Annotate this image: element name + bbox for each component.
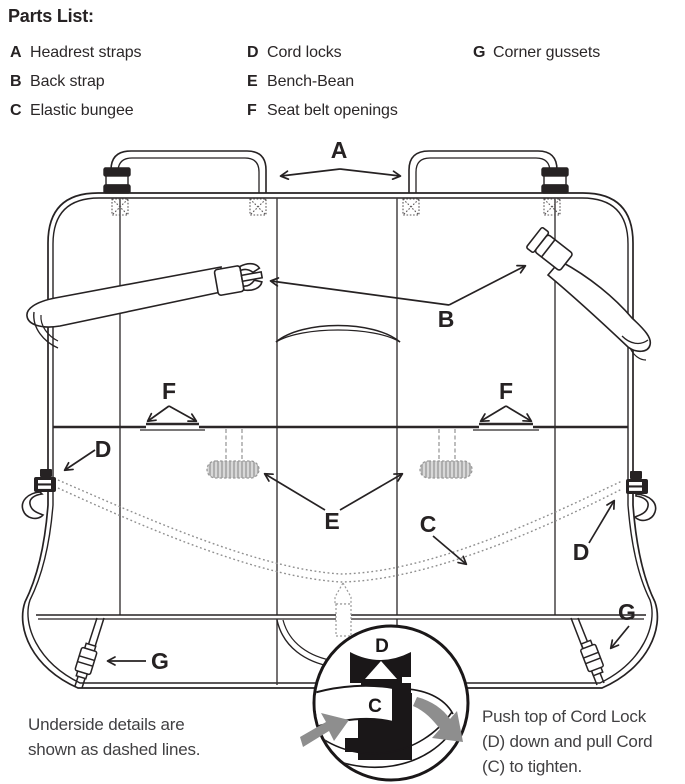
inset-label-d: D [375,636,389,657]
cord-lock-inset: D C [300,624,470,782]
cord-lock-right [626,471,657,522]
part-label: Cord locks [267,44,342,61]
callout-a: A [331,137,348,163]
underside-note-line2: shown as dashed lines. [28,740,201,759]
part-key: E [247,73,258,90]
buckle-female [526,226,573,271]
callout-letters: A B C D D E F F G G [95,137,636,674]
buckle-male [213,262,264,296]
elastic-bungee-cord [57,479,623,583]
seat-belt-seam [53,422,628,431]
parts-list-column-3: G Corner gussets [473,38,600,67]
callout-b: B [438,306,455,332]
part-label: Back strap [30,73,105,90]
list-item: G Corner gussets [473,38,600,67]
strap-buckle [103,167,131,194]
strap-buckle [541,167,569,194]
callout-g-left: G [151,648,169,674]
part-key: D [247,44,259,61]
list-item: D Cord locks [247,38,398,67]
page-title: Parts List: [8,6,94,26]
part-label: Headrest straps [30,44,142,61]
list-item: B Back strap [10,67,141,96]
callout-c: C [420,511,437,537]
center-pocket-arc [275,324,401,343]
back-strap-left [26,262,264,349]
corner-gusset-buckle-right [580,639,604,677]
part-key: G [473,44,486,61]
part-key: B [10,73,22,90]
parts-list-column-2: D Cord locks E Bench-Bean F Seat belt openi… [247,38,398,125]
part-key: C [10,102,22,119]
inset-label-c: C [368,696,382,717]
underside-note: Underside details are shown as dashed li… [28,712,201,762]
inset-arrows [300,697,463,747]
headrest-strap-right [408,150,569,194]
cordlock-note-line3: (C) to tighten. [482,757,582,776]
part-label: Bench-Bean [267,73,355,90]
pull-arrow-left [300,713,349,747]
cord-lock-left [21,469,56,520]
callout-g-right: G [618,599,636,625]
callout-f-right: F [499,378,513,404]
callout-arrows [63,168,630,666]
part-label: Corner gussets [493,44,601,61]
list-item: E Bench-Bean [247,67,398,96]
list-item: A Headrest straps [10,38,142,67]
inset-lock-notch [365,661,397,679]
callout-d-left: D [95,436,112,462]
cordlock-note-line2: (D) down and pull Cord [482,732,653,751]
callout-f-left: F [162,378,176,404]
part-label: Seat belt openings [267,102,398,119]
part-key: A [10,44,22,61]
part-key: F [247,102,257,119]
headrest-strap-left [103,150,267,194]
callout-d-right: D [573,539,590,565]
cordlock-note: Push top of Cord Lock (D) down and pull … [482,704,653,779]
pull-arrow-right [413,697,463,742]
part-label: Elastic bungee [30,102,134,119]
list-item: C Elastic bungee [10,96,141,125]
bungee-tag [334,581,352,637]
callout-e: E [324,508,339,534]
underside-note-line1: Underside details are [28,715,185,734]
back-strap-right [526,226,652,361]
cordlock-note-line1: Push top of Cord Lock [482,707,647,726]
list-item: F Seat belt openings [247,96,398,125]
parts-list-column-1: A Headrest straps B Back strap C Elastic bu… [10,38,142,125]
corner-gusset-buckle-left [74,642,98,680]
underside-anchors [206,429,473,479]
stitch-squares [111,198,561,216]
